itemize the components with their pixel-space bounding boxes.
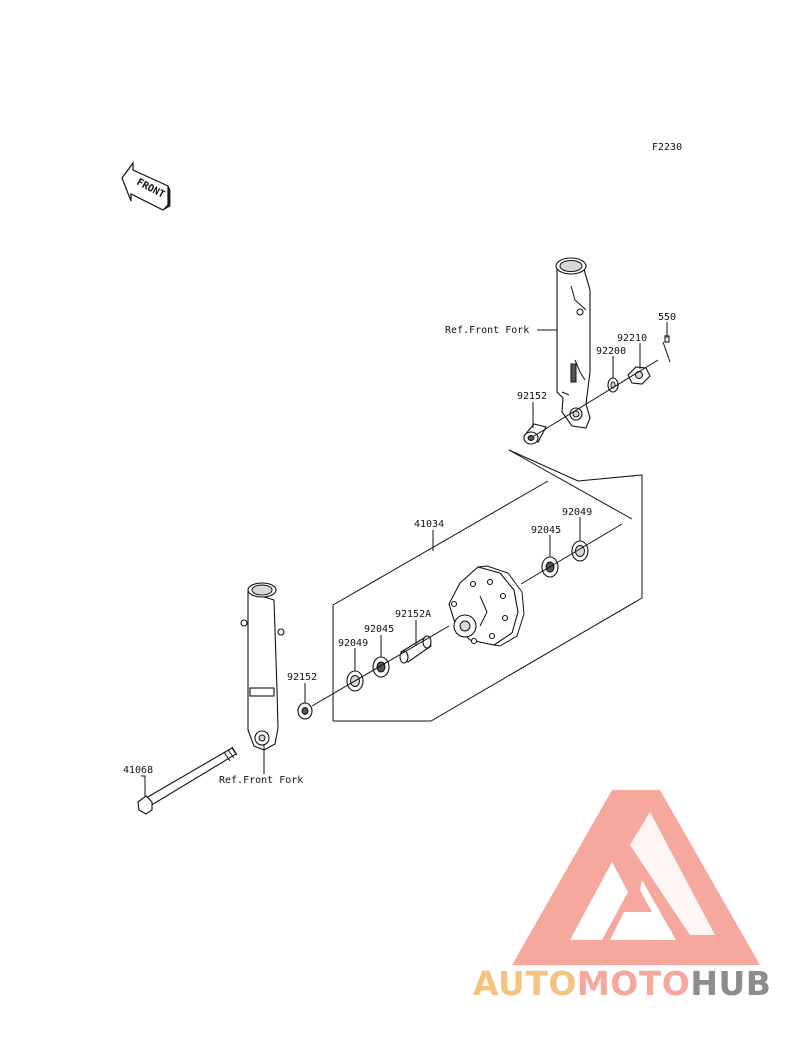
part-label-92152-left: 92152 xyxy=(287,672,317,683)
part-label-92045-right: 92045 xyxy=(531,525,561,536)
ref-front-fork-left: Ref.Front Fork xyxy=(219,775,303,786)
ref-front-fork-right: Ref.Front Fork xyxy=(445,325,529,336)
part-label-92045-left: 92045 xyxy=(364,624,394,635)
bolt-550 xyxy=(662,335,671,363)
part-label-41034: 41034 xyxy=(414,519,444,530)
part-label-92152-top: 92152 xyxy=(517,391,547,402)
bearing-92045-left xyxy=(372,656,390,678)
part-label-92049-right: 92049 xyxy=(562,507,592,518)
wheel-hub xyxy=(448,565,525,647)
axle-41068 xyxy=(137,746,238,815)
right-front-fork xyxy=(555,257,591,429)
collar-92152A xyxy=(399,635,432,664)
watermark-part-auto: AUTO xyxy=(473,964,577,1003)
watermark-part-moto: MOTO xyxy=(577,964,690,1003)
watermark-text: AUTOMOTOHUB xyxy=(473,964,771,1003)
seal-92049-right xyxy=(571,540,589,562)
collar-92152-left xyxy=(297,702,313,720)
part-label-41068: 41068 xyxy=(123,765,153,776)
collar-92152-top xyxy=(523,423,547,445)
watermark-part-hub: HUB xyxy=(690,964,771,1003)
leader-lines xyxy=(141,322,668,796)
part-label-550: 550 xyxy=(658,312,676,323)
nut-92210 xyxy=(627,366,651,385)
left-front-fork xyxy=(240,582,285,751)
part-labels: 550 92210 92200 92152 41034 92049 92045 … xyxy=(123,312,676,786)
part-label-92210: 92210 xyxy=(617,333,647,344)
watermark: AUTOMOTOHUB xyxy=(473,790,771,1003)
watermark-logo-icon xyxy=(512,790,760,965)
front-arrow-icon: FRONT xyxy=(121,161,171,211)
part-label-92200: 92200 xyxy=(596,346,626,357)
part-label-92049-left: 92049 xyxy=(338,638,368,649)
diagram-code: F2230 xyxy=(652,142,682,153)
part-label-92152A: 92152A xyxy=(395,609,431,620)
